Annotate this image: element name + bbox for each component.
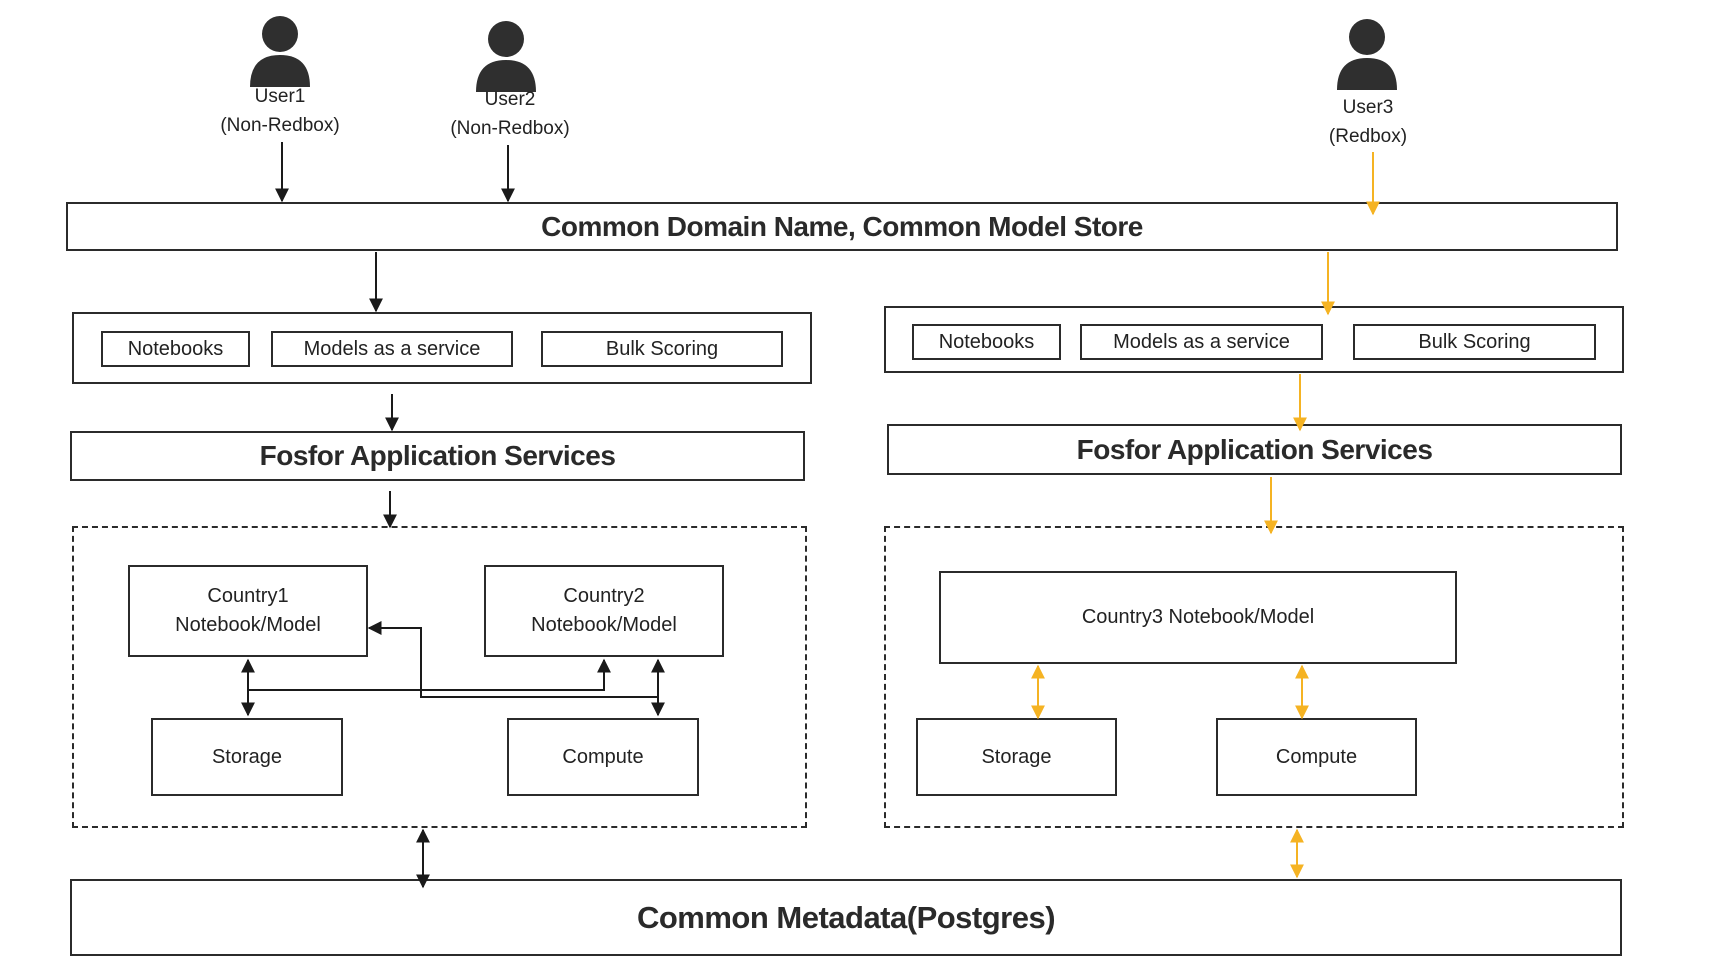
user3-type: (Redbox) xyxy=(1328,126,1408,147)
country3-box: Country3 Notebook/Model xyxy=(939,571,1457,664)
compute-to-country1-link xyxy=(367,621,658,698)
right-storage-box: Storage xyxy=(916,718,1117,796)
user-icon xyxy=(476,21,536,92)
left-compute-label: Compute xyxy=(562,745,644,768)
right-app-services-label: Fosfor Application Services xyxy=(1076,433,1433,465)
right-country-group xyxy=(884,526,1624,828)
common-domain-label: Common Domain Name, Common Model Store xyxy=(541,210,1143,242)
left-app-services-bar: Fosfor Application Services xyxy=(70,431,805,481)
user2-type: (Non-Redbox) xyxy=(450,118,570,139)
common-metadata-bar: Common Metadata(Postgres) xyxy=(70,879,1622,956)
user3-label: User3 (Redbox) xyxy=(1288,93,1448,151)
user3-name: User3 xyxy=(1342,97,1394,118)
user1-label: User1 (Non-Redbox) xyxy=(200,82,360,140)
right-models-service-label: Models as a service xyxy=(1113,330,1290,353)
country2-subtitle: Notebook/Model xyxy=(531,614,677,636)
country2-box: Country2 Notebook/Model xyxy=(484,565,724,657)
right-storage-label: Storage xyxy=(981,745,1052,768)
user1-name: User1 xyxy=(254,86,306,107)
left-app-services-label: Fosfor Application Services xyxy=(259,440,616,471)
left-models-service-label: Models as a service xyxy=(303,337,481,360)
common-domain-bar: Common Domain Name, Common Model Store xyxy=(66,202,1618,251)
left-notebooks-box: Notebooks xyxy=(101,331,250,367)
right-notebooks-box: Notebooks xyxy=(912,324,1061,360)
left-storage-box: Storage xyxy=(151,718,343,796)
country2-title: Country2 xyxy=(563,585,645,607)
left-notebooks-label: Notebooks xyxy=(127,337,224,360)
right-compute-label: Compute xyxy=(1275,745,1358,768)
common-metadata-label: Common Metadata(Postgres) xyxy=(636,899,1056,935)
left-compute-box: Compute xyxy=(507,718,699,796)
user1-type: (Non-Redbox) xyxy=(220,115,340,136)
country1-subtitle: Notebook/Model xyxy=(175,614,321,636)
country3-label: Country3 Notebook/Model xyxy=(1081,606,1315,628)
user2-name: User2 xyxy=(484,89,536,110)
left-storage-label: Storage xyxy=(211,745,283,768)
right-app-services-bar: Fosfor Application Services xyxy=(887,424,1622,475)
right-bulk-scoring-label: Bulk Scoring xyxy=(1418,330,1531,353)
right-models-service-box: Models as a service xyxy=(1080,324,1323,360)
left-bulk-scoring-label: Bulk Scoring xyxy=(605,337,719,360)
right-compute-box: Compute xyxy=(1216,718,1417,796)
country1-title: Country1 xyxy=(207,585,289,607)
right-notebooks-label: Notebooks xyxy=(938,330,1035,353)
user2-label: User2 (Non-Redbox) xyxy=(430,85,590,143)
user-icon xyxy=(250,16,310,87)
left-models-service-box: Models as a service xyxy=(271,331,513,367)
left-country-group xyxy=(72,526,807,828)
user-icon xyxy=(1337,19,1397,90)
left-bulk-scoring-box: Bulk Scoring xyxy=(541,331,783,367)
right-bulk-scoring-box: Bulk Scoring xyxy=(1353,324,1596,360)
storage-to-country2-link xyxy=(248,658,611,691)
country1-box: Country1 Notebook/Model xyxy=(128,565,368,657)
